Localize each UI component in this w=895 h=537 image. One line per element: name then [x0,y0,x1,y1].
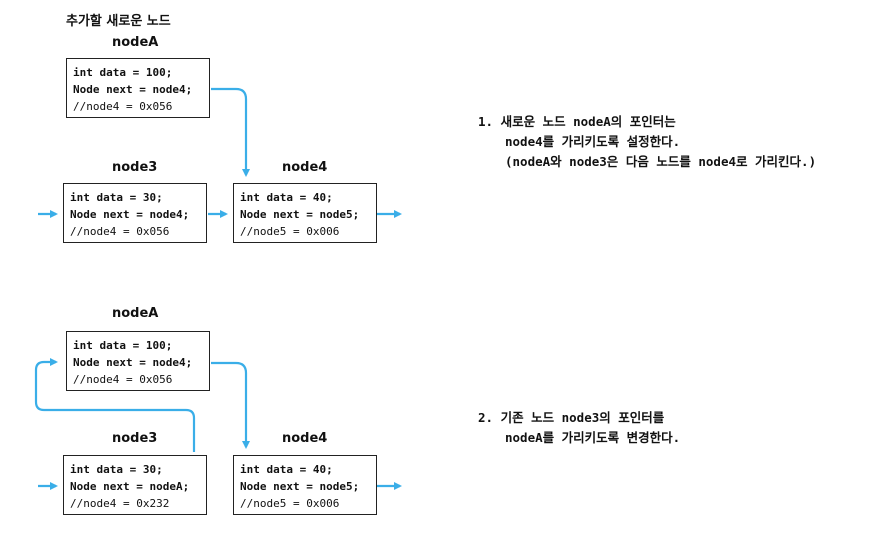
top-node4-box: int data = 40; Node next = node5; //node… [233,183,377,243]
arrow-bottom-nodeA-to-node4 [211,361,250,449]
top-node4-line1: int data = 40; [240,191,333,204]
bottom-nodeA-box: int data = 100; Node next = node4; //nod… [66,331,210,391]
bottom-node3-line3: //node4 = 0x232 [70,497,170,510]
top-note-line2: node4를 가리키도록 설정한다. [505,134,681,149]
bottom-node4-label: node4 [282,431,328,446]
top-node3-box: int data = 30; Node next = node4; //node… [63,183,207,243]
top-note-line1: 1. 새로운 노드 nodeA의 포인터는 [478,114,676,129]
top-node3-line1: int data = 30; [70,191,163,204]
bottom-note-line2: nodeA를 가리키도록 변경한다. [505,430,681,445]
arrow-top-nodeA-to-node4 [211,87,250,177]
bottom-node4-line1: int data = 40; [240,463,333,476]
arrow-bottom-node3-to-nodeA [34,358,196,452]
bottom-nodeA-label: nodeA [112,306,159,321]
top-nodeA-line3: //node4 = 0x056 [73,100,173,113]
top-node3-label: node3 [112,160,158,175]
top-nodeA-label: nodeA [112,35,159,50]
bottom-note-line1: 2. 기존 노드 node3의 포인터를 [478,410,665,425]
bottom-node3-label: node3 [112,431,158,446]
bottom-node4-box: int data = 40; Node next = node5; //node… [233,455,377,515]
bottom-nodeA-line3: //node4 = 0x056 [73,373,173,386]
top-node4-line2: Node next = node5; [240,208,360,221]
top-title: 추가할 새로운 노드 [66,14,171,29]
bottom-note: 2. 기존 노드 node3의 포인터를 nodeA를 가리키도록 변경한다. [478,408,680,448]
bottom-node4-line3: //node5 = 0x006 [240,497,340,510]
top-node3-line3: //node4 = 0x056 [70,225,170,238]
top-nodeA-box: int data = 100; Node next = node4; //nod… [66,58,210,118]
bottom-nodeA-line2: Node next = node4; [73,356,193,369]
top-node4-label: node4 [282,160,328,175]
top-nodeA-line2: Node next = node4; [73,83,193,96]
bottom-node3-line2: Node next = nodeA; [70,480,190,493]
bottom-node4-line2: Node next = node5; [240,480,360,493]
top-note-line3: (nodeA와 node3은 다음 노드를 node4로 가리킨다.) [505,154,817,169]
top-nodeA-line1: int data = 100; [73,66,173,79]
bottom-nodeA-line1: int data = 100; [73,339,173,352]
top-note: 1. 새로운 노드 nodeA의 포인터는 node4를 가리키도록 설정한다.… [478,112,816,172]
bottom-node3-box: int data = 30; Node next = nodeA; //node… [63,455,207,515]
top-node4-line3: //node5 = 0x006 [240,225,340,238]
top-node3-line2: Node next = node4; [70,208,190,221]
bottom-node3-line1: int data = 30; [70,463,163,476]
